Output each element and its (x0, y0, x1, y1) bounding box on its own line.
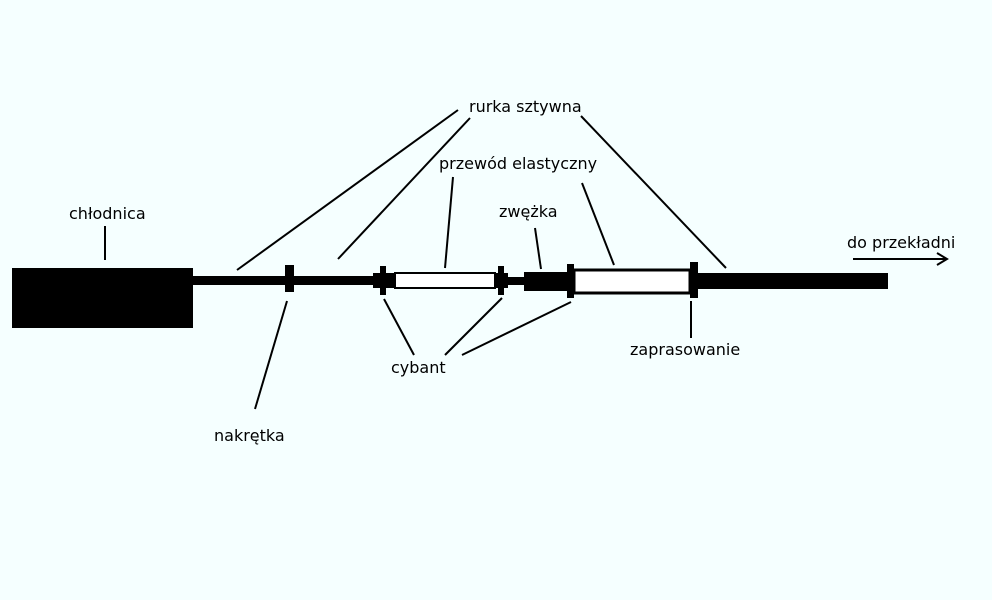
components (12, 262, 888, 328)
leader-cybant-1 (383, 298, 415, 356)
nut (285, 265, 294, 292)
clamp-1-bolt (380, 266, 386, 295)
labels: chłodnica rurka sztywna przewód elastycz… (69, 97, 955, 445)
radiator (12, 268, 193, 328)
leader-lines (104, 109, 949, 410)
leader-cybant-3 (461, 301, 572, 356)
leader-cybant-2 (444, 297, 503, 356)
clamp-2-bolt (498, 266, 504, 295)
leader-rurka-2 (337, 117, 471, 260)
rigid-tube-3 (698, 273, 888, 289)
reducer (524, 272, 574, 291)
leader-zwezka (534, 227, 542, 270)
label-chlodnica: chłodnica (69, 204, 146, 223)
label-cybant: cybant (391, 358, 446, 377)
leader-rurka-1 (236, 109, 459, 271)
leader-przewod-2 (581, 182, 615, 266)
leader-przewod (444, 176, 454, 269)
label-zaprasowanie: zaprasowanie (630, 340, 740, 359)
label-przewod-elastyczny: przewód elastyczny (439, 154, 597, 173)
flexible-hose-2 (572, 268, 692, 295)
label-nakretka: nakrętka (214, 426, 285, 445)
rigid-tube-2 (508, 277, 526, 285)
crimp-bolt (690, 262, 698, 298)
flexible-hose-1 (394, 272, 496, 289)
label-rurka-sztywna: rurka sztywna (469, 97, 582, 116)
leader-rurka-3 (580, 115, 727, 269)
leader-nakretka (254, 300, 288, 410)
clamp-3-bolt (567, 264, 574, 298)
label-do-przekladni: do przekładni (847, 233, 955, 252)
arrow-head (936, 252, 949, 266)
label-zwezka: zwężka (499, 202, 558, 221)
